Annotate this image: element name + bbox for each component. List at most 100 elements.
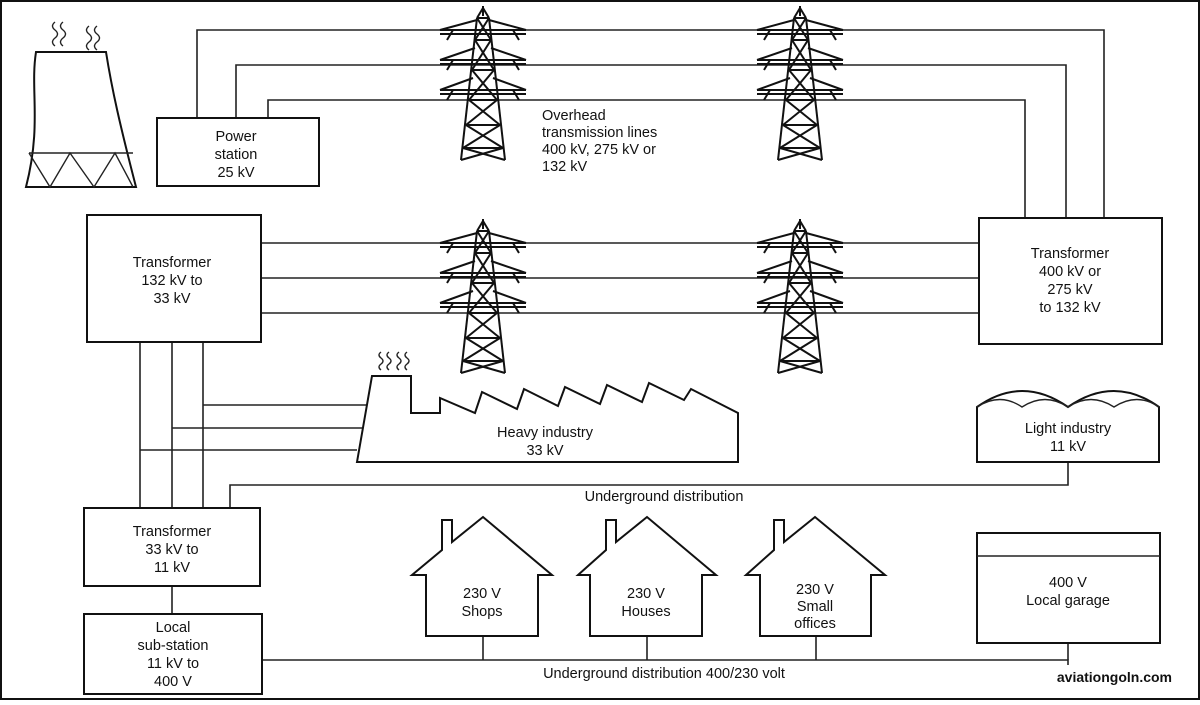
pylon-strut (791, 17, 807, 41)
pylon-strut (476, 220, 484, 232)
feeder-33kv-lines (139, 342, 368, 508)
pylon-strut (471, 69, 498, 101)
pylon-strut (777, 147, 821, 161)
pylon-strut (782, 124, 821, 149)
pylon-strut (793, 230, 809, 254)
smoke-icon (51, 21, 101, 51)
house-icon (409, 515, 555, 637)
transformer-400kv-line-4: to 132 kV (1039, 300, 1101, 316)
pylon-strut (805, 17, 823, 161)
power-station-line-3: 25 kV (217, 165, 254, 181)
pylon-strut (439, 260, 476, 274)
heavy-industry-line-1: Heavy industry (497, 425, 594, 441)
pylon-strut (512, 89, 520, 101)
small-offices-line-2: Small (797, 599, 833, 615)
pylon-strut (488, 232, 527, 244)
overhead-lines-label: Overhead transmission lines 400 kV, 275 … (542, 108, 657, 175)
transformer-33kv-label: Transformer 33 kV to 11 kV (133, 524, 212, 576)
pylon-strut (488, 19, 527, 31)
overhead-label-line-4: 132 kV (542, 159, 587, 175)
pylon-strut (439, 232, 478, 244)
pylon-strut (492, 290, 527, 304)
local-garage-box (976, 532, 1161, 644)
local-substation-box (83, 613, 263, 695)
overhead-132kv-lines (262, 242, 979, 314)
pylon-strut (793, 220, 801, 232)
pylon-strut (460, 360, 504, 374)
transformer-400kv-line-3: 275 kV (1047, 282, 1092, 298)
pylon-strut (799, 220, 807, 232)
pylon-strut (446, 272, 454, 284)
pylon-strut (809, 77, 844, 91)
pylon-strut (777, 17, 795, 161)
pylon-strut (460, 230, 478, 374)
pylon-strut (809, 290, 844, 304)
pylon-strut (791, 230, 807, 254)
cooling-tower-icon (24, 21, 138, 189)
pylon-strut (476, 7, 484, 19)
pylon-strut (779, 124, 818, 149)
pylon-strut (805, 230, 823, 374)
light-industry-line-1: Light industry (1025, 421, 1112, 437)
pylon-strut (492, 77, 527, 91)
local-substation-line-4: 400 V (154, 674, 192, 690)
heavy-industry-line-2: 33 kV (526, 443, 563, 459)
pylon-strut (829, 59, 837, 71)
pylon-strut (482, 7, 490, 19)
underground-distribution-label: Underground distribution (585, 489, 744, 505)
pylon-strut (763, 89, 771, 101)
pylon-strut (788, 39, 809, 71)
light-industry-label: Light industry 11 kV (1025, 421, 1112, 455)
pylon-strut (446, 59, 454, 71)
pylon-strut (782, 312, 815, 339)
pylon-strut (785, 312, 818, 339)
transformer-400kv-line-2: 400 kV or (1039, 264, 1101, 280)
pylon-strut (785, 282, 812, 314)
houses-line-2: Houses (621, 604, 670, 620)
pylon-strut (446, 302, 454, 314)
light-industry-line-2: 11 kV (1050, 439, 1086, 455)
pylon-strut (474, 230, 490, 254)
pylon-strut (439, 19, 478, 31)
pylon-strut (829, 29, 837, 41)
pylon-strut (799, 7, 807, 19)
pylon-strut (471, 39, 492, 71)
factory-icon (355, 351, 739, 463)
local-garage-line-2: Local garage (1026, 593, 1110, 609)
pylon-strut (482, 220, 490, 232)
local-garage-label: 400 V Local garage (1026, 575, 1110, 609)
pylon-strut (756, 260, 793, 274)
shops-line-2: Shops (461, 604, 502, 620)
pylon-strut (488, 230, 506, 374)
pylon-strut (462, 124, 501, 149)
transformer-33kv-line-3: 11 kV (154, 560, 190, 576)
pylon-strut (805, 19, 844, 31)
pylon-strut (512, 59, 520, 71)
pylon-strut (476, 17, 492, 41)
pylon-strut (474, 252, 495, 284)
pylon-strut (782, 337, 821, 362)
overhead-line-outer (196, 29, 1105, 218)
transformer-132kv-box (86, 214, 262, 343)
pylon-strut (468, 282, 495, 314)
pylon-strut (446, 29, 454, 41)
transformer-132kv-line-3: 33 kV (153, 291, 190, 307)
small-offices-label: 230 V Small offices (794, 582, 836, 632)
pylon-icon (439, 219, 527, 374)
pylon-strut (829, 89, 837, 101)
power-station-box (156, 117, 320, 187)
pylon-strut (756, 19, 795, 31)
pylon-strut (468, 99, 501, 126)
pylon-strut (807, 260, 844, 274)
power-station-line-2: station (215, 147, 258, 163)
light-industry-building (976, 390, 1160, 463)
overhead-label-line-1: Overhead (542, 108, 606, 124)
house-icon (575, 515, 719, 637)
pylon-icon (756, 219, 844, 374)
local-substation-line-2: sub-station (138, 638, 209, 654)
small-offices-line-3: offices (794, 616, 836, 632)
pylon-strut (782, 99, 815, 126)
pylon-strut (462, 337, 501, 362)
pylon-strut (439, 290, 474, 304)
pylon-strut (793, 7, 801, 19)
